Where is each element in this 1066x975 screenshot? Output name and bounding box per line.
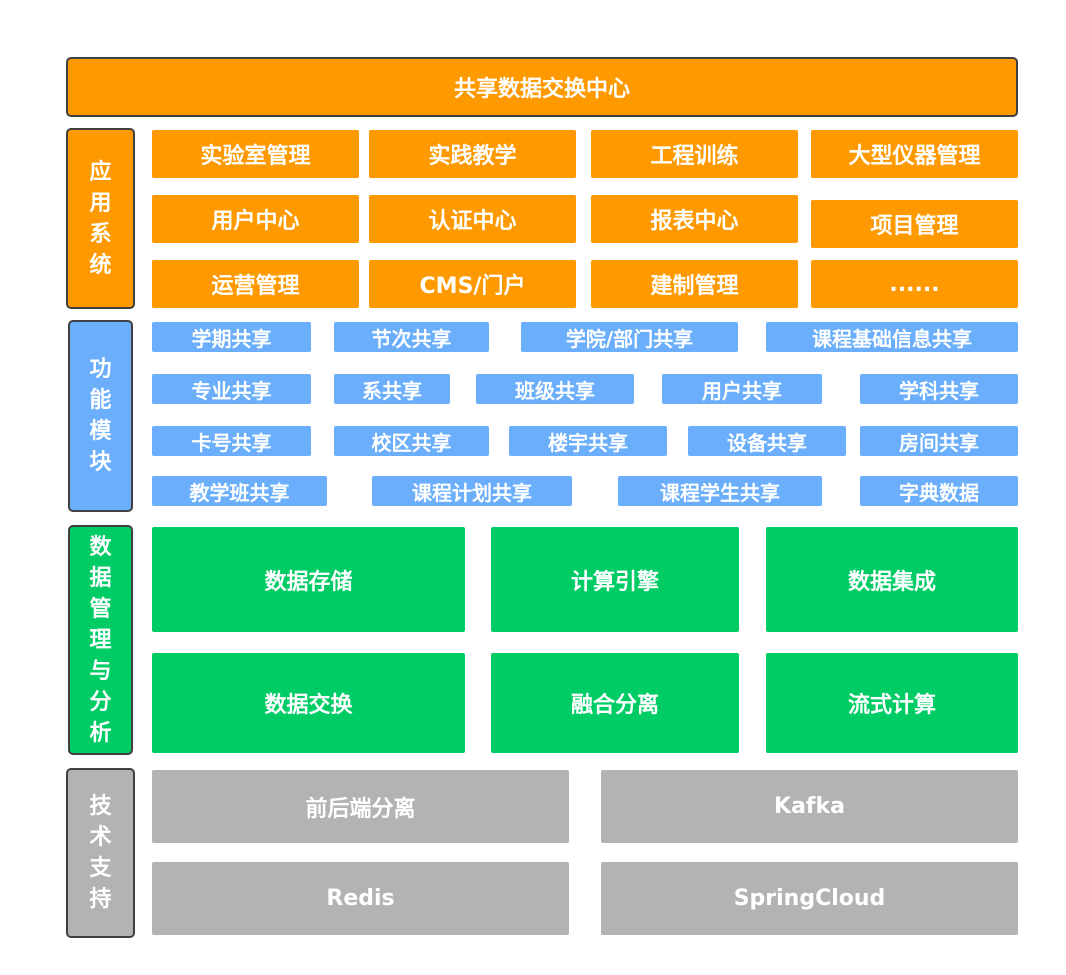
data-mgmt-box: 数据集成 [766, 527, 1018, 632]
app-box: 实践教学 [369, 130, 576, 178]
module-box: 专业共享 [152, 374, 311, 404]
category-char: 管 [89, 596, 112, 622]
module-box: 课程计划共享 [372, 476, 572, 506]
category-char: 技 [89, 794, 112, 819]
module-box: 教学班共享 [152, 476, 327, 506]
center-title: 共享数据交换中心 [66, 57, 1018, 117]
module-box: 学期共享 [152, 322, 311, 352]
module-box: 用户共享 [662, 374, 822, 404]
data-mgmt-box: 数据交换 [152, 653, 465, 753]
app-box: ...... [811, 260, 1018, 308]
tech-box: Redis [152, 862, 569, 935]
app-box: 工程训练 [591, 130, 798, 178]
category-char: 功 [89, 357, 112, 382]
module-box: 系共享 [334, 374, 450, 404]
module-box: 课程学生共享 [618, 476, 822, 506]
category-char: 据 [89, 565, 112, 591]
category-char: 持 [89, 887, 112, 912]
app-box: 项目管理 [811, 200, 1018, 248]
category-application-systems: 应 用 系 统 [66, 128, 135, 309]
module-box: 卡号共享 [152, 426, 311, 456]
category-char: 能 [89, 388, 112, 413]
category-char: 统 [89, 252, 112, 278]
category-char: 块 [89, 450, 112, 475]
module-box: 课程基础信息共享 [766, 322, 1018, 352]
category-char: 用 [89, 190, 112, 216]
app-box: CMS/门户 [369, 260, 576, 308]
data-mgmt-box: 融合分离 [491, 653, 739, 753]
tech-box: SpringCloud [601, 862, 1018, 935]
category-char: 模 [89, 419, 112, 444]
category-function-modules: 功 能 模 块 [68, 320, 133, 512]
category-char: 与 [89, 658, 112, 684]
module-box: 校区共享 [334, 426, 489, 456]
category-char: 析 [89, 720, 112, 746]
category-data-management: 数 据 管 理 与 分 析 [68, 525, 133, 755]
app-box: 实验室管理 [152, 130, 359, 178]
category-char: 理 [89, 627, 112, 653]
module-box: 节次共享 [334, 322, 489, 352]
app-box: 认证中心 [369, 195, 576, 243]
category-char: 术 [89, 825, 112, 850]
module-box: 设备共享 [688, 426, 846, 456]
app-box: 用户中心 [152, 195, 359, 243]
data-mgmt-box: 计算引擎 [491, 527, 739, 632]
tech-box: Kafka [601, 770, 1018, 843]
category-char: 支 [89, 856, 112, 881]
module-box: 班级共享 [476, 374, 634, 404]
data-mgmt-box: 数据存储 [152, 527, 465, 632]
module-box: 学科共享 [860, 374, 1018, 404]
category-tech-support: 技 术 支 持 [66, 768, 135, 938]
app-box: 运营管理 [152, 260, 359, 308]
category-char: 系 [89, 221, 112, 247]
data-mgmt-box: 流式计算 [766, 653, 1018, 753]
app-box: 大型仪器管理 [811, 130, 1018, 178]
module-box: 字典数据 [860, 476, 1018, 506]
module-box: 房间共享 [860, 426, 1018, 456]
app-box: 报表中心 [591, 195, 798, 243]
module-box: 楼宇共享 [509, 426, 667, 456]
category-char: 分 [89, 689, 112, 715]
app-box: 建制管理 [591, 260, 798, 308]
category-char: 应 [89, 159, 112, 185]
tech-box: 前后端分离 [152, 770, 569, 843]
module-box: 学院/部门共享 [521, 322, 738, 352]
category-char: 数 [89, 534, 112, 560]
